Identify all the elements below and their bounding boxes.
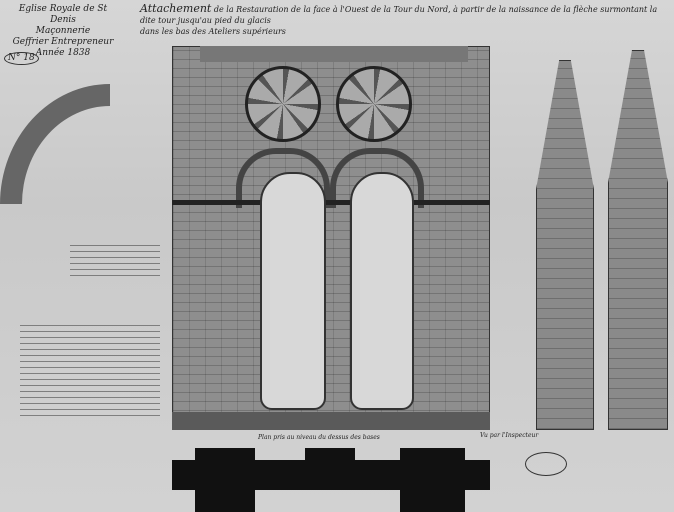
plan-pier-right	[400, 448, 465, 512]
west-facade-elevation	[172, 46, 490, 430]
year-label: Année 1838	[35, 48, 91, 58]
sheet-number: N° 18	[4, 52, 39, 65]
drawing-title: Attachement de la Restauration de la fac…	[140, 3, 660, 37]
trade-label: Maçonnerie	[35, 26, 91, 36]
plan-pier-left	[195, 448, 255, 512]
rose-window-right	[336, 66, 412, 142]
window-bay-right	[350, 172, 414, 410]
rose-window-left	[245, 66, 321, 142]
title-lead: Attachement	[140, 2, 212, 15]
plan-pier-center	[305, 448, 355, 488]
title-line2: dans les bas des Ateliers supérieurs	[140, 27, 286, 36]
string-course	[172, 200, 490, 205]
plan-caption: Plan pris au niveau du dessus des bases	[258, 434, 380, 441]
handwritten-notes-2	[70, 240, 160, 280]
title-rest: de la Restauration de la face à l'Ouest …	[140, 5, 658, 25]
window-bay-left	[260, 172, 326, 410]
handwritten-notes	[20, 320, 160, 420]
institution-label: Eglise Royale de St Denis	[18, 4, 108, 25]
official-stamp	[525, 452, 567, 476]
arch-right	[330, 148, 424, 208]
contractor-label: Geffrier Entrepreneur	[12, 37, 114, 47]
facade-base	[172, 412, 490, 430]
parapet	[200, 46, 468, 62]
arch-left	[236, 148, 330, 208]
title-block: Eglise Royale de St Denis Maçonnerie Gef…	[8, 4, 118, 59]
signature-text: Vu par l'Inspecteur	[480, 432, 539, 439]
